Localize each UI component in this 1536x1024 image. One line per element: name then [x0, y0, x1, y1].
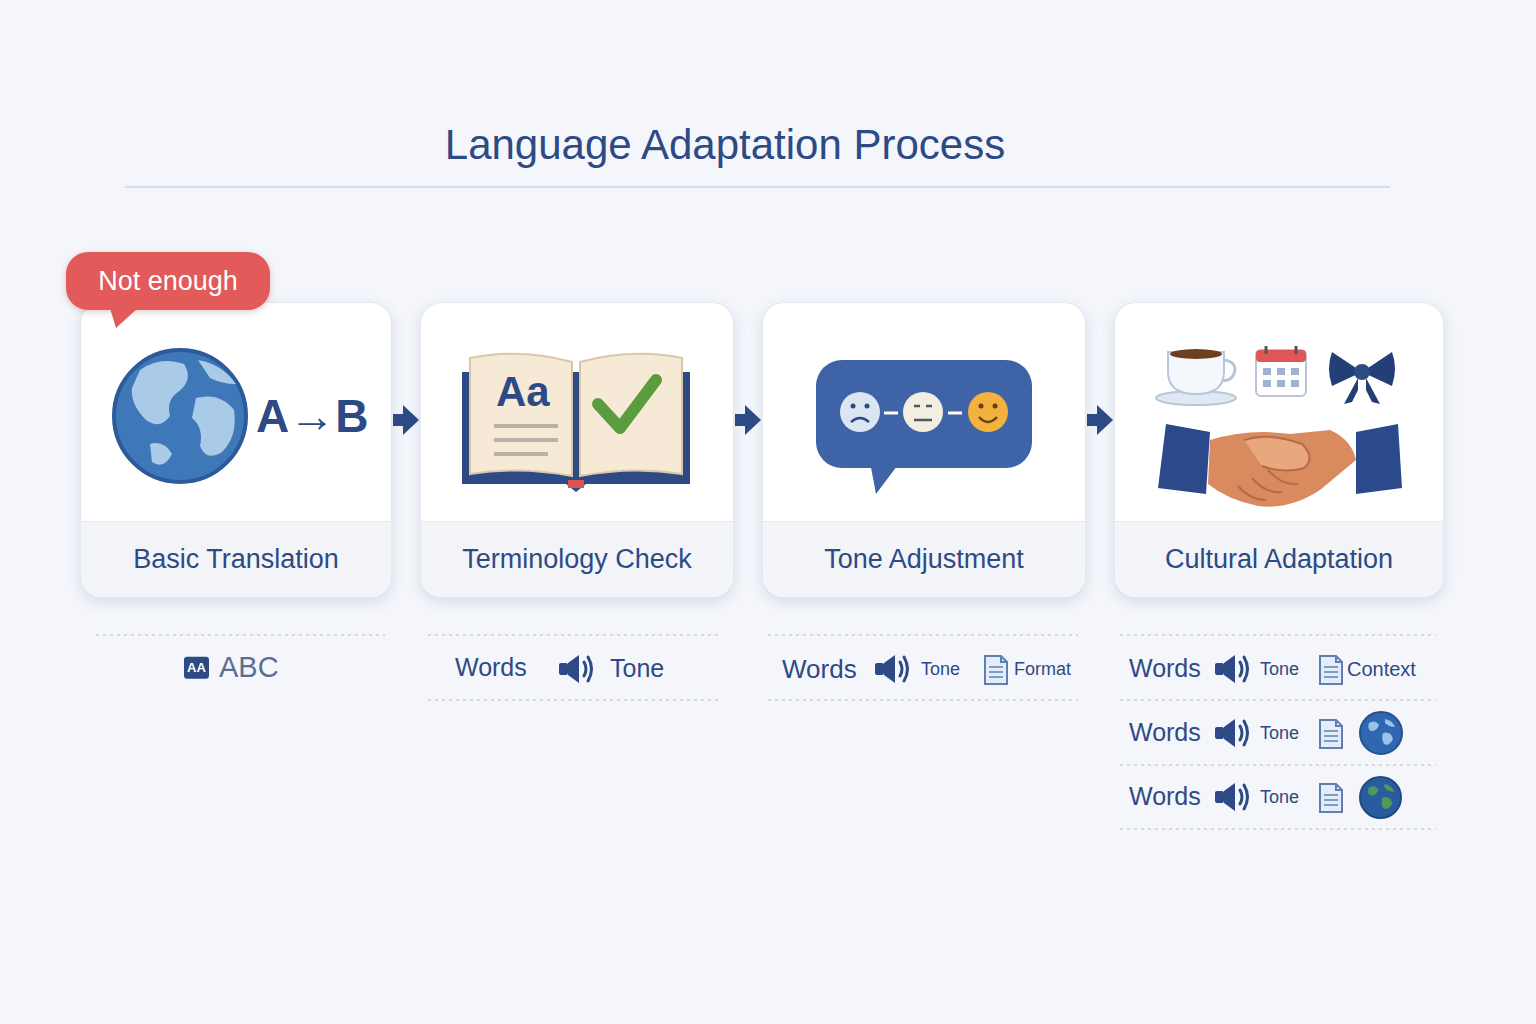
- card-title: Cultural Adaptation: [1165, 544, 1393, 575]
- process-card: Basic Translation: [80, 302, 392, 598]
- feature-label: Tone: [1260, 788, 1299, 808]
- card-footer: Cultural Adaptation: [1115, 521, 1443, 597]
- feature-label: Format: [1014, 660, 1071, 680]
- feature-label: Words: [455, 654, 527, 682]
- process-card: Terminology Check: [420, 302, 734, 598]
- diagram-title: Language Adaptation Process: [0, 122, 1450, 168]
- feature-label: Words: [1129, 783, 1201, 811]
- feature-label: Words: [1129, 655, 1201, 683]
- flow-arrow: [393, 405, 419, 435]
- text-icon: AA: [184, 657, 209, 679]
- card-footer: Basic Translation: [81, 521, 391, 597]
- text-sample: ABC: [219, 652, 279, 684]
- feature-label: Tone: [610, 655, 664, 683]
- translation-symbol: A→B: [256, 391, 368, 442]
- feature-label: Words: [1129, 719, 1201, 747]
- card-footer: Terminology Check: [421, 521, 733, 597]
- process-card: Tone Adjustment: [762, 302, 1086, 598]
- feature-label: Words: [782, 655, 857, 684]
- callout-tail: [110, 308, 140, 330]
- letter-sample: Aa: [496, 369, 550, 415]
- process-card: Cultural Adaptation: [1114, 302, 1444, 598]
- feature-label: Tone: [1260, 660, 1299, 680]
- feature-label: Context: [1347, 658, 1416, 680]
- flow-arrow: [735, 405, 761, 435]
- card-title: Basic Translation: [133, 544, 339, 575]
- card-title: Tone Adjustment: [824, 544, 1024, 575]
- card-footer: Tone Adjustment: [763, 521, 1085, 597]
- feature-label: Tone: [1260, 724, 1299, 744]
- callout-text: Not enough: [98, 266, 238, 297]
- card-title: Terminology Check: [462, 544, 692, 575]
- feature-label: Tone: [921, 660, 960, 680]
- flow-arrow: [1087, 405, 1113, 435]
- callout-bubble: Not enough: [66, 252, 270, 310]
